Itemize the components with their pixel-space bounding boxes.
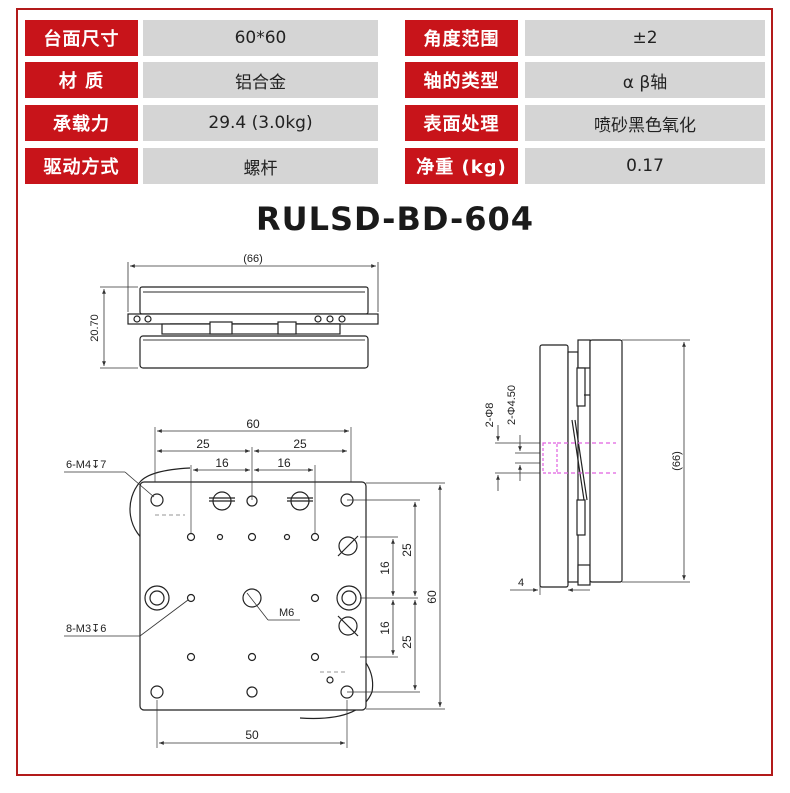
dim-top-width: 60: [246, 417, 260, 431]
dim-top-span-right: 25: [293, 437, 307, 451]
dim-top-inner-right: 16: [277, 456, 291, 470]
dim-front-height: 20.70: [89, 314, 101, 342]
dim-bottom-50: 50: [245, 728, 259, 742]
spec-value-weight: 0.17: [525, 148, 765, 184]
spec-value-angle-range: ±2: [525, 20, 765, 56]
dim-right-60: 60: [425, 590, 439, 604]
front-view: [100, 262, 379, 369]
dim-side-height: (66): [671, 451, 683, 471]
label-hole-m6: M6: [279, 607, 294, 619]
spec-label-load: 承载力: [25, 105, 138, 141]
spec-value-axis-type: α β轴: [525, 62, 765, 98]
dim-top-inner-left: 16: [215, 456, 229, 470]
dim-side-4: 4: [518, 577, 524, 589]
dim-front-width: (66): [243, 253, 263, 265]
dim-side-d8: 2-Φ8: [484, 403, 496, 428]
spec-label-table-size: 台面尺寸: [25, 20, 138, 56]
dim-right-16-top: 16: [378, 561, 392, 575]
dim-side-d450: 2-Φ4.50: [506, 385, 518, 425]
dim-right-16-bot: 16: [378, 621, 392, 635]
spec-value-surface: 喷砂黑色氧化: [525, 105, 765, 141]
spec-label-angle-range: 角度范围: [405, 20, 518, 56]
spec-value-load: 29.4 (3.0kg): [143, 105, 378, 141]
drawing-frame: [16, 8, 773, 776]
label-hole-m3: 8-M3↧6: [66, 623, 106, 635]
spec-label-material: 材 质: [25, 62, 138, 98]
model-title: RULSD-BD-604: [255, 200, 535, 238]
top-view: [64, 427, 445, 748]
side-view: [495, 339, 690, 595]
spec-value-table-size: 60*60: [143, 20, 378, 56]
spec-label-axis-type: 轴的类型: [405, 62, 518, 98]
spec-label-weight: 净重 (kg): [405, 148, 518, 184]
dim-right-25-top: 25: [400, 543, 414, 557]
dim-top-span-left: 25: [196, 437, 210, 451]
spec-label-drive: 驱动方式: [25, 148, 138, 184]
spec-label-surface: 表面处理: [405, 105, 518, 141]
spec-value-material: 铝合金: [143, 62, 378, 98]
label-hole-m4: 6-M4↧7: [66, 459, 106, 471]
spec-value-drive: 螺杆: [143, 148, 378, 184]
dim-right-25-bot: 25: [400, 635, 414, 649]
